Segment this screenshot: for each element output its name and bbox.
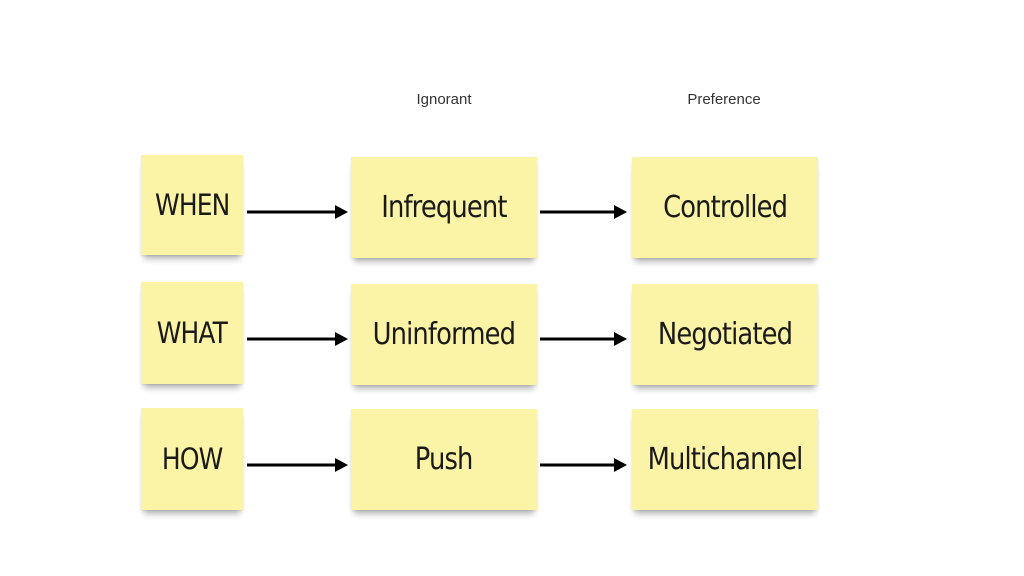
note-when-label: WHEN — [154, 188, 230, 222]
note-controlled-label: Controlled — [662, 190, 788, 225]
note-how-label: HOW — [161, 442, 223, 476]
arrow-what-to-uninformed — [247, 331, 351, 347]
note-infrequent-label: Infrequent — [381, 190, 507, 225]
arrow-push-to-multichannel — [540, 457, 630, 473]
arrow-uninformed-to-negotiated — [540, 331, 630, 347]
note-push-label: Push — [415, 442, 474, 477]
arrow-when-to-infrequent — [247, 204, 351, 220]
header-preference: Preference — [687, 91, 761, 108]
arrow-infrequent-to-controlled — [540, 204, 630, 220]
note-push: Push — [351, 409, 537, 510]
note-what: WHAT — [141, 282, 243, 384]
note-negotiated-label: Negotiated — [657, 317, 793, 352]
note-how: HOW — [141, 408, 243, 510]
note-when: WHEN — [141, 155, 243, 255]
note-what-label: WHAT — [156, 316, 228, 350]
note-multichannel-label: Multichannel — [647, 442, 804, 477]
note-controlled: Controlled — [632, 157, 818, 258]
note-uninformed: Uninformed — [351, 284, 537, 385]
note-infrequent: Infrequent — [351, 157, 537, 258]
note-negotiated: Negotiated — [632, 284, 818, 385]
note-uninformed-label: Uninformed — [372, 317, 516, 352]
header-ignorant: Ignorant — [416, 91, 472, 108]
arrow-how-to-push — [247, 457, 351, 473]
note-multichannel: Multichannel — [632, 409, 818, 510]
